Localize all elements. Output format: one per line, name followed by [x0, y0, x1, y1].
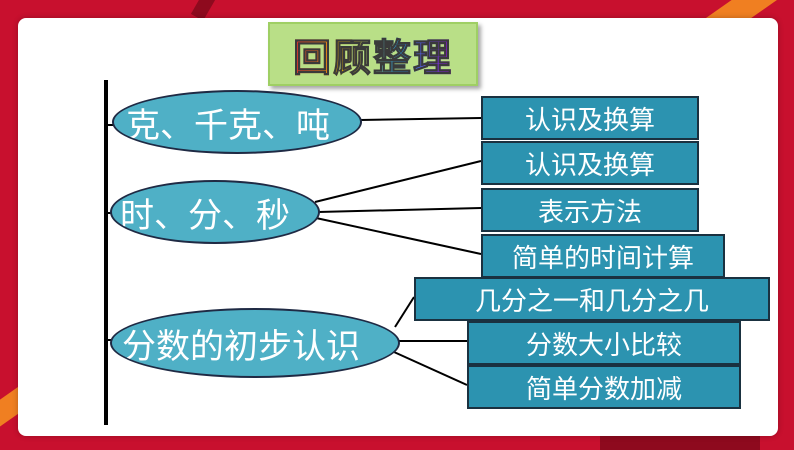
- category-label: 克、千克、吨: [126, 105, 330, 146]
- connector-line: [314, 160, 482, 203]
- connector-line: [315, 217, 482, 255]
- connector-line: [317, 207, 482, 213]
- item-label: 分数大小比较: [525, 330, 682, 361]
- item-box: 表示方法: [481, 188, 699, 232]
- item-label: 简单的时间计算: [511, 243, 694, 274]
- item-box: 认识及换算: [481, 96, 699, 140]
- connector-line: [394, 296, 415, 328]
- title-box: 回顾整理: [268, 22, 478, 86]
- category-ellipse-mass: 克、千克、吨: [112, 90, 362, 154]
- tree-trunk-line: [104, 80, 108, 425]
- item-box: 几分之一和几分之几: [414, 277, 770, 321]
- connector-line: [359, 117, 482, 121]
- category-ellipse-fraction: 分数的初步认识: [110, 308, 400, 378]
- item-label: 认识及换算: [524, 105, 655, 136]
- item-box: 简单的时间计算: [481, 234, 725, 278]
- item-label: 表示方法: [537, 197, 642, 228]
- item-box: 分数大小比较: [467, 321, 741, 365]
- item-label: 几分之一和几分之几: [474, 286, 709, 317]
- item-box: 简单分数加减: [467, 365, 741, 409]
- category-label: 分数的初步认识: [122, 326, 360, 367]
- category-ellipse-time: 时、分、秒: [110, 180, 320, 244]
- page-title: 回顾整理: [292, 27, 453, 82]
- connector-line: [393, 351, 468, 386]
- item-box: 认识及换算: [481, 141, 699, 185]
- item-label: 认识及换算: [524, 150, 655, 181]
- item-label: 简单分数加减: [525, 374, 682, 405]
- category-label: 时、分、秒: [120, 195, 290, 236]
